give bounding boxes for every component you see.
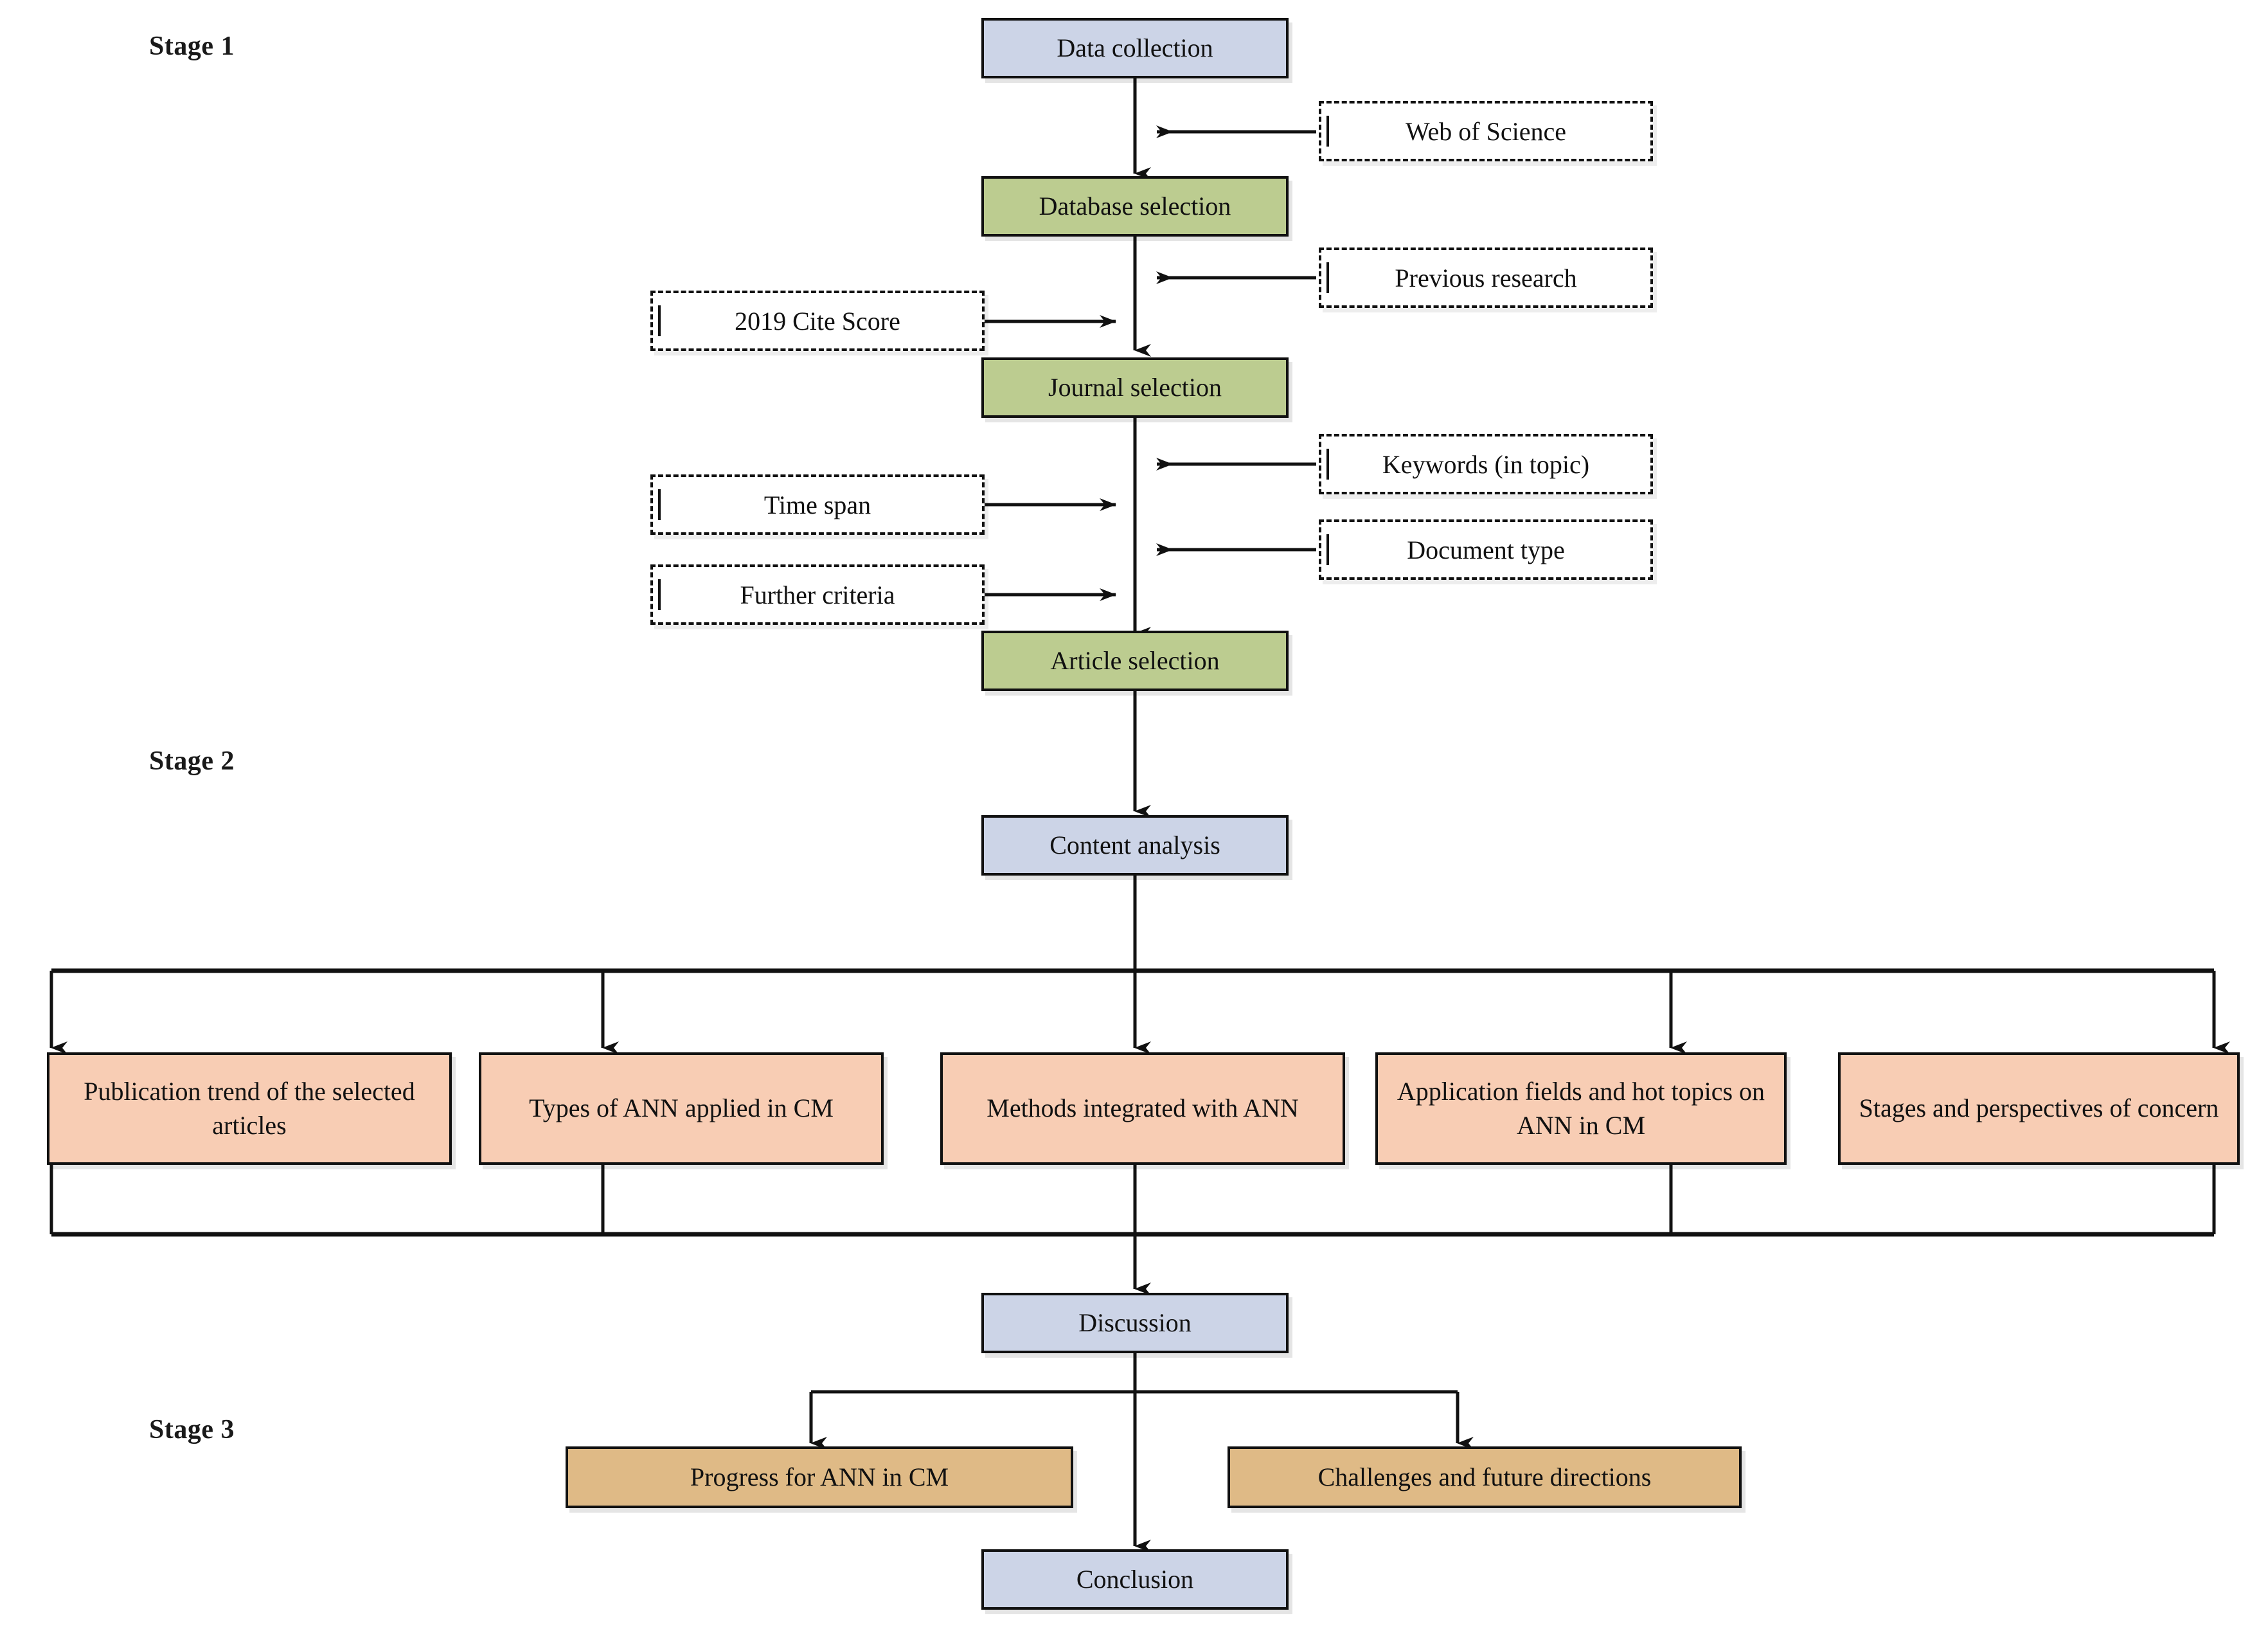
node-challenges[interactable]: Challenges and future directions [1228,1446,1742,1508]
node-content-analysis[interactable]: Content analysis [981,815,1289,876]
criteria-label: Previous research [1395,263,1577,292]
node-label: Conclusion [1076,1564,1194,1594]
node-data-collection[interactable]: Data collection [981,18,1289,78]
criteria-web-of-science[interactable]: Web of Science [1319,101,1653,161]
node-application-fields[interactable]: Application fields and hot topics on ANN… [1375,1052,1787,1165]
node-label: Publication trend of the selected articl… [84,1076,415,1140]
node-conclusion[interactable]: Conclusion [981,1549,1289,1610]
node-label: Data collection [1057,33,1213,62]
node-label: Stages and perspectives of concern [1859,1094,2219,1123]
node-publication-trend[interactable]: Publication trend of the selected articl… [47,1052,452,1165]
node-types-of-ann[interactable]: Types of ANN applied in CM [479,1052,884,1165]
node-label: Journal selection [1048,372,1222,402]
node-progress-ann[interactable]: Progress for ANN in CM [566,1446,1073,1508]
stage-label-1: Stage 1 [149,32,235,61]
node-label: Challenges and future directions [1317,1462,1652,1491]
criteria-label: Time span [763,490,871,519]
stage-label-3: Stage 3 [149,1415,235,1444]
criteria-further-criteria[interactable]: Further criteria [650,564,985,625]
node-database-selection[interactable]: Database selection [981,176,1289,237]
stage-label-2: Stage 2 [149,746,235,776]
criteria-document-type[interactable]: Document type [1319,519,1653,580]
criteria-time-span[interactable]: Time span [650,474,985,535]
node-journal-selection[interactable]: Journal selection [981,357,1289,418]
criteria-keywords[interactable]: Keywords (in topic) [1319,434,1653,494]
criteria-label: 2019 Cite Score [735,306,900,336]
node-label: Article selection [1050,645,1220,675]
node-discussion[interactable]: Discussion [981,1293,1289,1353]
node-label: Methods integrated with ANN [987,1094,1299,1123]
node-label: Types of ANN applied in CM [529,1094,834,1123]
node-label: Database selection [1039,191,1231,221]
criteria-label: Web of Science [1406,116,1566,146]
node-label: Application fields and hot topics on ANN… [1397,1076,1765,1140]
criteria-label: Further criteria [740,580,895,609]
node-stages-perspectives[interactable]: Stages and perspectives of concern [1838,1052,2240,1165]
node-methods-integrated[interactable]: Methods integrated with ANN [940,1052,1345,1165]
node-label: Content analysis [1049,830,1220,860]
node-label: Discussion [1078,1308,1192,1337]
criteria-label: Keywords (in topic) [1382,449,1590,479]
criteria-2019-cite-score[interactable]: 2019 Cite Score [650,291,985,351]
node-label: Progress for ANN in CM [690,1462,949,1491]
criteria-previous-research[interactable]: Previous research [1319,248,1653,308]
criteria-label: Document type [1407,535,1565,564]
node-article-selection[interactable]: Article selection [981,631,1289,691]
